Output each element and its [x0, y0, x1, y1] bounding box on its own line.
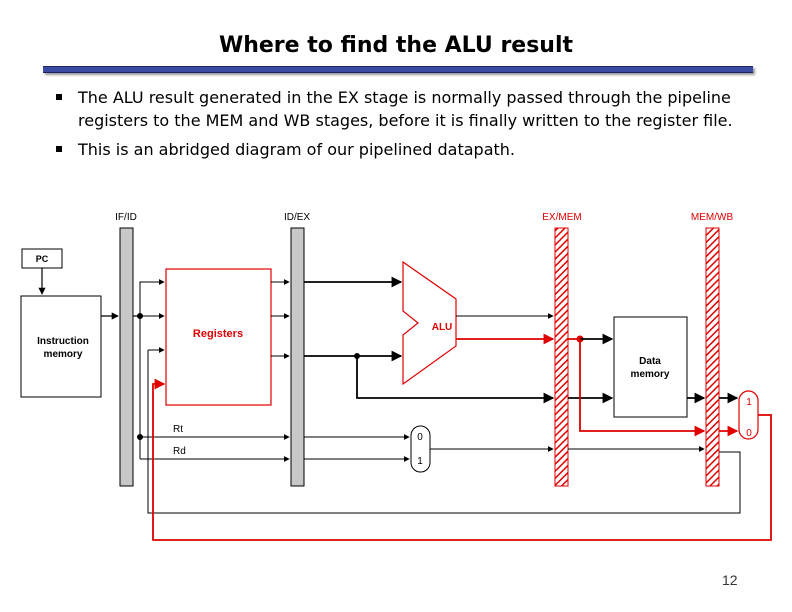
mux-wb-input-0: 0 — [746, 428, 752, 439]
bullet-text: The ALU result generated in the EX stage… — [78, 88, 733, 130]
rt-label: Rt — [173, 424, 183, 435]
registers-block — [165, 268, 272, 406]
label-mem-wb: MEM/WB — [691, 212, 734, 223]
bullet-text: This is an abridged diagram of our pipel… — [78, 140, 515, 159]
slide-title: Where to find the ALU result — [218, 33, 574, 58]
pipeline-register-ex-mem — [554, 227, 569, 487]
label-ex-mem: EX/MEM — [542, 212, 581, 223]
mux-dest-input-1: 1 — [417, 456, 423, 467]
mux-dest-input-0: 0 — [417, 432, 423, 443]
instruction-memory-label: Instruction memory — [37, 336, 89, 360]
label-if-id: IF/ID — [115, 212, 137, 223]
data-memory-block — [613, 316, 688, 418]
pipeline-register-mem-wb — [705, 227, 720, 487]
data-memory-label: Data memory — [631, 356, 670, 380]
bullet-item: This is an abridged diagram of our pipel… — [56, 138, 756, 161]
instruction-memory-label-text-line2: memory — [44, 349, 83, 360]
pipeline-register-if-id — [119, 227, 134, 487]
instruction-memory-block — [20, 295, 102, 398]
bullet-square-icon — [56, 146, 62, 152]
wire-write-data-to-exmem — [356, 356, 555, 404]
registers-label: Registers — [193, 328, 243, 340]
page-number: 12 — [722, 572, 738, 588]
bullet-square-icon — [56, 94, 62, 100]
title-underline — [43, 66, 753, 73]
data-memory-label-text-line2: memory — [631, 369, 670, 380]
bullet-item: The ALU result generated in the EX stage… — [56, 86, 756, 132]
instruction-memory-label-text: Instruction — [37, 336, 89, 347]
data-memory-label-text: Data — [639, 356, 661, 367]
pipeline-register-id-ex — [290, 227, 305, 487]
bullet-list: The ALU result generated in the EX stage… — [56, 86, 756, 167]
alu-block — [402, 260, 457, 386]
wire-to-reg-read1 — [139, 279, 165, 316]
wire-write-register-feedback — [147, 350, 741, 514]
rd-label: Rd — [173, 446, 186, 457]
alu-label: ALU — [432, 322, 453, 333]
wire-alu-result-to-memwb — [579, 339, 706, 437]
label-id-ex: ID/EX — [284, 212, 310, 223]
wire-writeback-data-feedback — [152, 378, 772, 541]
pc-label: PC — [36, 254, 49, 264]
mux-wb-input-1: 1 — [746, 397, 752, 408]
